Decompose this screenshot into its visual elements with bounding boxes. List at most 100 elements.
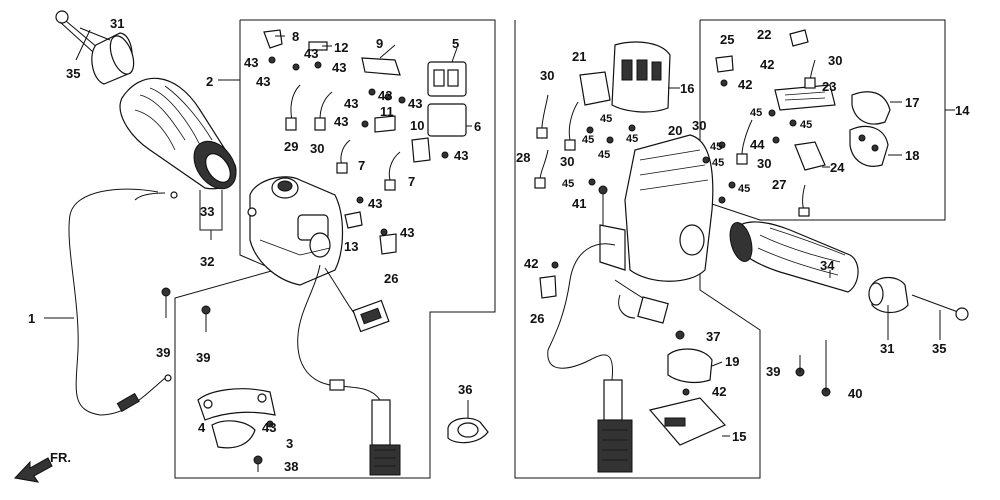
- callout-35a: 35: [66, 66, 80, 81]
- callout-43c: 43: [332, 60, 346, 75]
- cable-clip: [447, 417, 489, 444]
- front-direction-label: FR.: [50, 450, 71, 465]
- callout-43l: 43: [304, 46, 318, 61]
- callout-42b: 42: [738, 77, 752, 92]
- left-small-parts: [161, 29, 467, 472]
- grip-end-weight-right: [868, 276, 909, 314]
- callout-45c: 45: [598, 149, 610, 161]
- callout-35b: 35: [932, 341, 946, 356]
- callout-45i: 45: [750, 107, 762, 119]
- callout-19: 19: [725, 354, 739, 369]
- starter-switch-parts: [715, 29, 891, 217]
- callout-39c: 39: [766, 364, 780, 379]
- callout-43d: 43: [344, 96, 358, 111]
- callout-44: 44: [750, 137, 765, 152]
- grip-end-weight-left: [91, 32, 135, 85]
- callout-43g: 43: [334, 114, 348, 129]
- callout-31b: 31: [880, 341, 894, 356]
- callout-39b: 39: [196, 350, 210, 365]
- left-assembly-boundary: [174, 19, 496, 479]
- callout-12: 12: [334, 40, 348, 55]
- callout-28: 28: [516, 150, 530, 165]
- callout-7a: 7: [358, 158, 365, 173]
- callout-14: 14: [955, 103, 970, 118]
- callout-43h: 43: [454, 148, 468, 163]
- callout-45f: 45: [710, 141, 722, 153]
- callout-30f: 30: [828, 53, 842, 68]
- callout-6: 6: [474, 119, 481, 134]
- left-switch-housing: [247, 176, 344, 286]
- callout-36: 36: [458, 382, 472, 397]
- callout-27: 27: [772, 177, 786, 192]
- callout-7b: 7: [408, 174, 415, 189]
- callout-42c: 42: [760, 57, 774, 72]
- bolt-35-right: [911, 294, 969, 321]
- callout-21: 21: [572, 49, 586, 64]
- front-direction-arrow: FR.: [14, 450, 71, 483]
- callout-45g: 45: [712, 157, 724, 169]
- right-small-parts: [534, 41, 831, 446]
- callout-labels: 1 2 3 4 5 6 7 7 8 9 10 11 12 13 14 15 16…: [28, 16, 970, 474]
- callout-25: 25: [720, 32, 734, 47]
- callout-45b: 45: [582, 134, 594, 146]
- callout-34: 34: [820, 258, 835, 273]
- callout-22: 22: [757, 27, 771, 42]
- callout-42a: 42: [524, 256, 538, 271]
- callout-26a: 26: [384, 271, 398, 286]
- right-handle-grip: [729, 221, 859, 293]
- callout-43a: 43: [244, 55, 258, 70]
- callout-40: 40: [848, 386, 862, 401]
- callout-30d: 30: [692, 118, 706, 133]
- callout-5: 5: [452, 36, 459, 51]
- callout-37: 37: [706, 329, 720, 344]
- right-wiring-harness: [547, 243, 669, 473]
- callout-9: 9: [376, 36, 383, 51]
- callout-17: 17: [905, 95, 919, 110]
- callout-45h: 45: [738, 183, 750, 195]
- callout-45j: 45: [800, 119, 812, 131]
- callout-3: 3: [286, 436, 293, 451]
- leader-lines: [44, 27, 955, 437]
- left-grip-assembly: [55, 10, 237, 240]
- callout-30e: 30: [757, 156, 771, 171]
- left-handle-grip: [119, 77, 237, 190]
- callout-45d: 45: [626, 133, 638, 145]
- right-switch-housing: [599, 134, 714, 282]
- callout-32: 32: [200, 254, 214, 269]
- callout-43k: 43: [262, 420, 276, 435]
- callout-20: 20: [668, 123, 682, 138]
- callout-1: 1: [28, 311, 35, 326]
- callout-24: 24: [830, 160, 845, 175]
- callout-30a: 30: [310, 141, 324, 156]
- callout-43i: 43: [368, 196, 382, 211]
- callout-4: 4: [198, 420, 206, 435]
- callout-33: 33: [200, 204, 214, 219]
- callout-16: 16: [680, 81, 694, 96]
- callout-26b: 26: [530, 311, 544, 326]
- callout-43e: 43: [378, 88, 392, 103]
- bolt-35-left: [55, 10, 99, 53]
- switch-clamp-left: [197, 388, 276, 449]
- callout-45a: 45: [600, 113, 612, 125]
- callout-8: 8: [292, 29, 299, 44]
- callout-11: 11: [380, 104, 394, 119]
- callout-18: 18: [905, 148, 919, 163]
- callout-43j: 43: [400, 225, 414, 240]
- callout-30b: 30: [540, 68, 554, 83]
- left-wiring-harness: [297, 264, 401, 476]
- callout-10: 10: [410, 118, 424, 133]
- callout-38: 38: [284, 459, 298, 474]
- callout-41: 41: [572, 196, 586, 211]
- callout-39a: 39: [156, 345, 170, 360]
- callout-43f: 43: [408, 96, 422, 111]
- throttle-cable: [68, 188, 178, 416]
- callout-15: 15: [732, 429, 746, 444]
- callout-42d: 42: [712, 384, 726, 399]
- right-assembly-boundary: [514, 19, 946, 479]
- callout-30c: 30: [560, 154, 574, 169]
- callout-31a: 31: [110, 16, 124, 31]
- callout-23: 23: [822, 79, 836, 94]
- callout-13: 13: [344, 239, 358, 254]
